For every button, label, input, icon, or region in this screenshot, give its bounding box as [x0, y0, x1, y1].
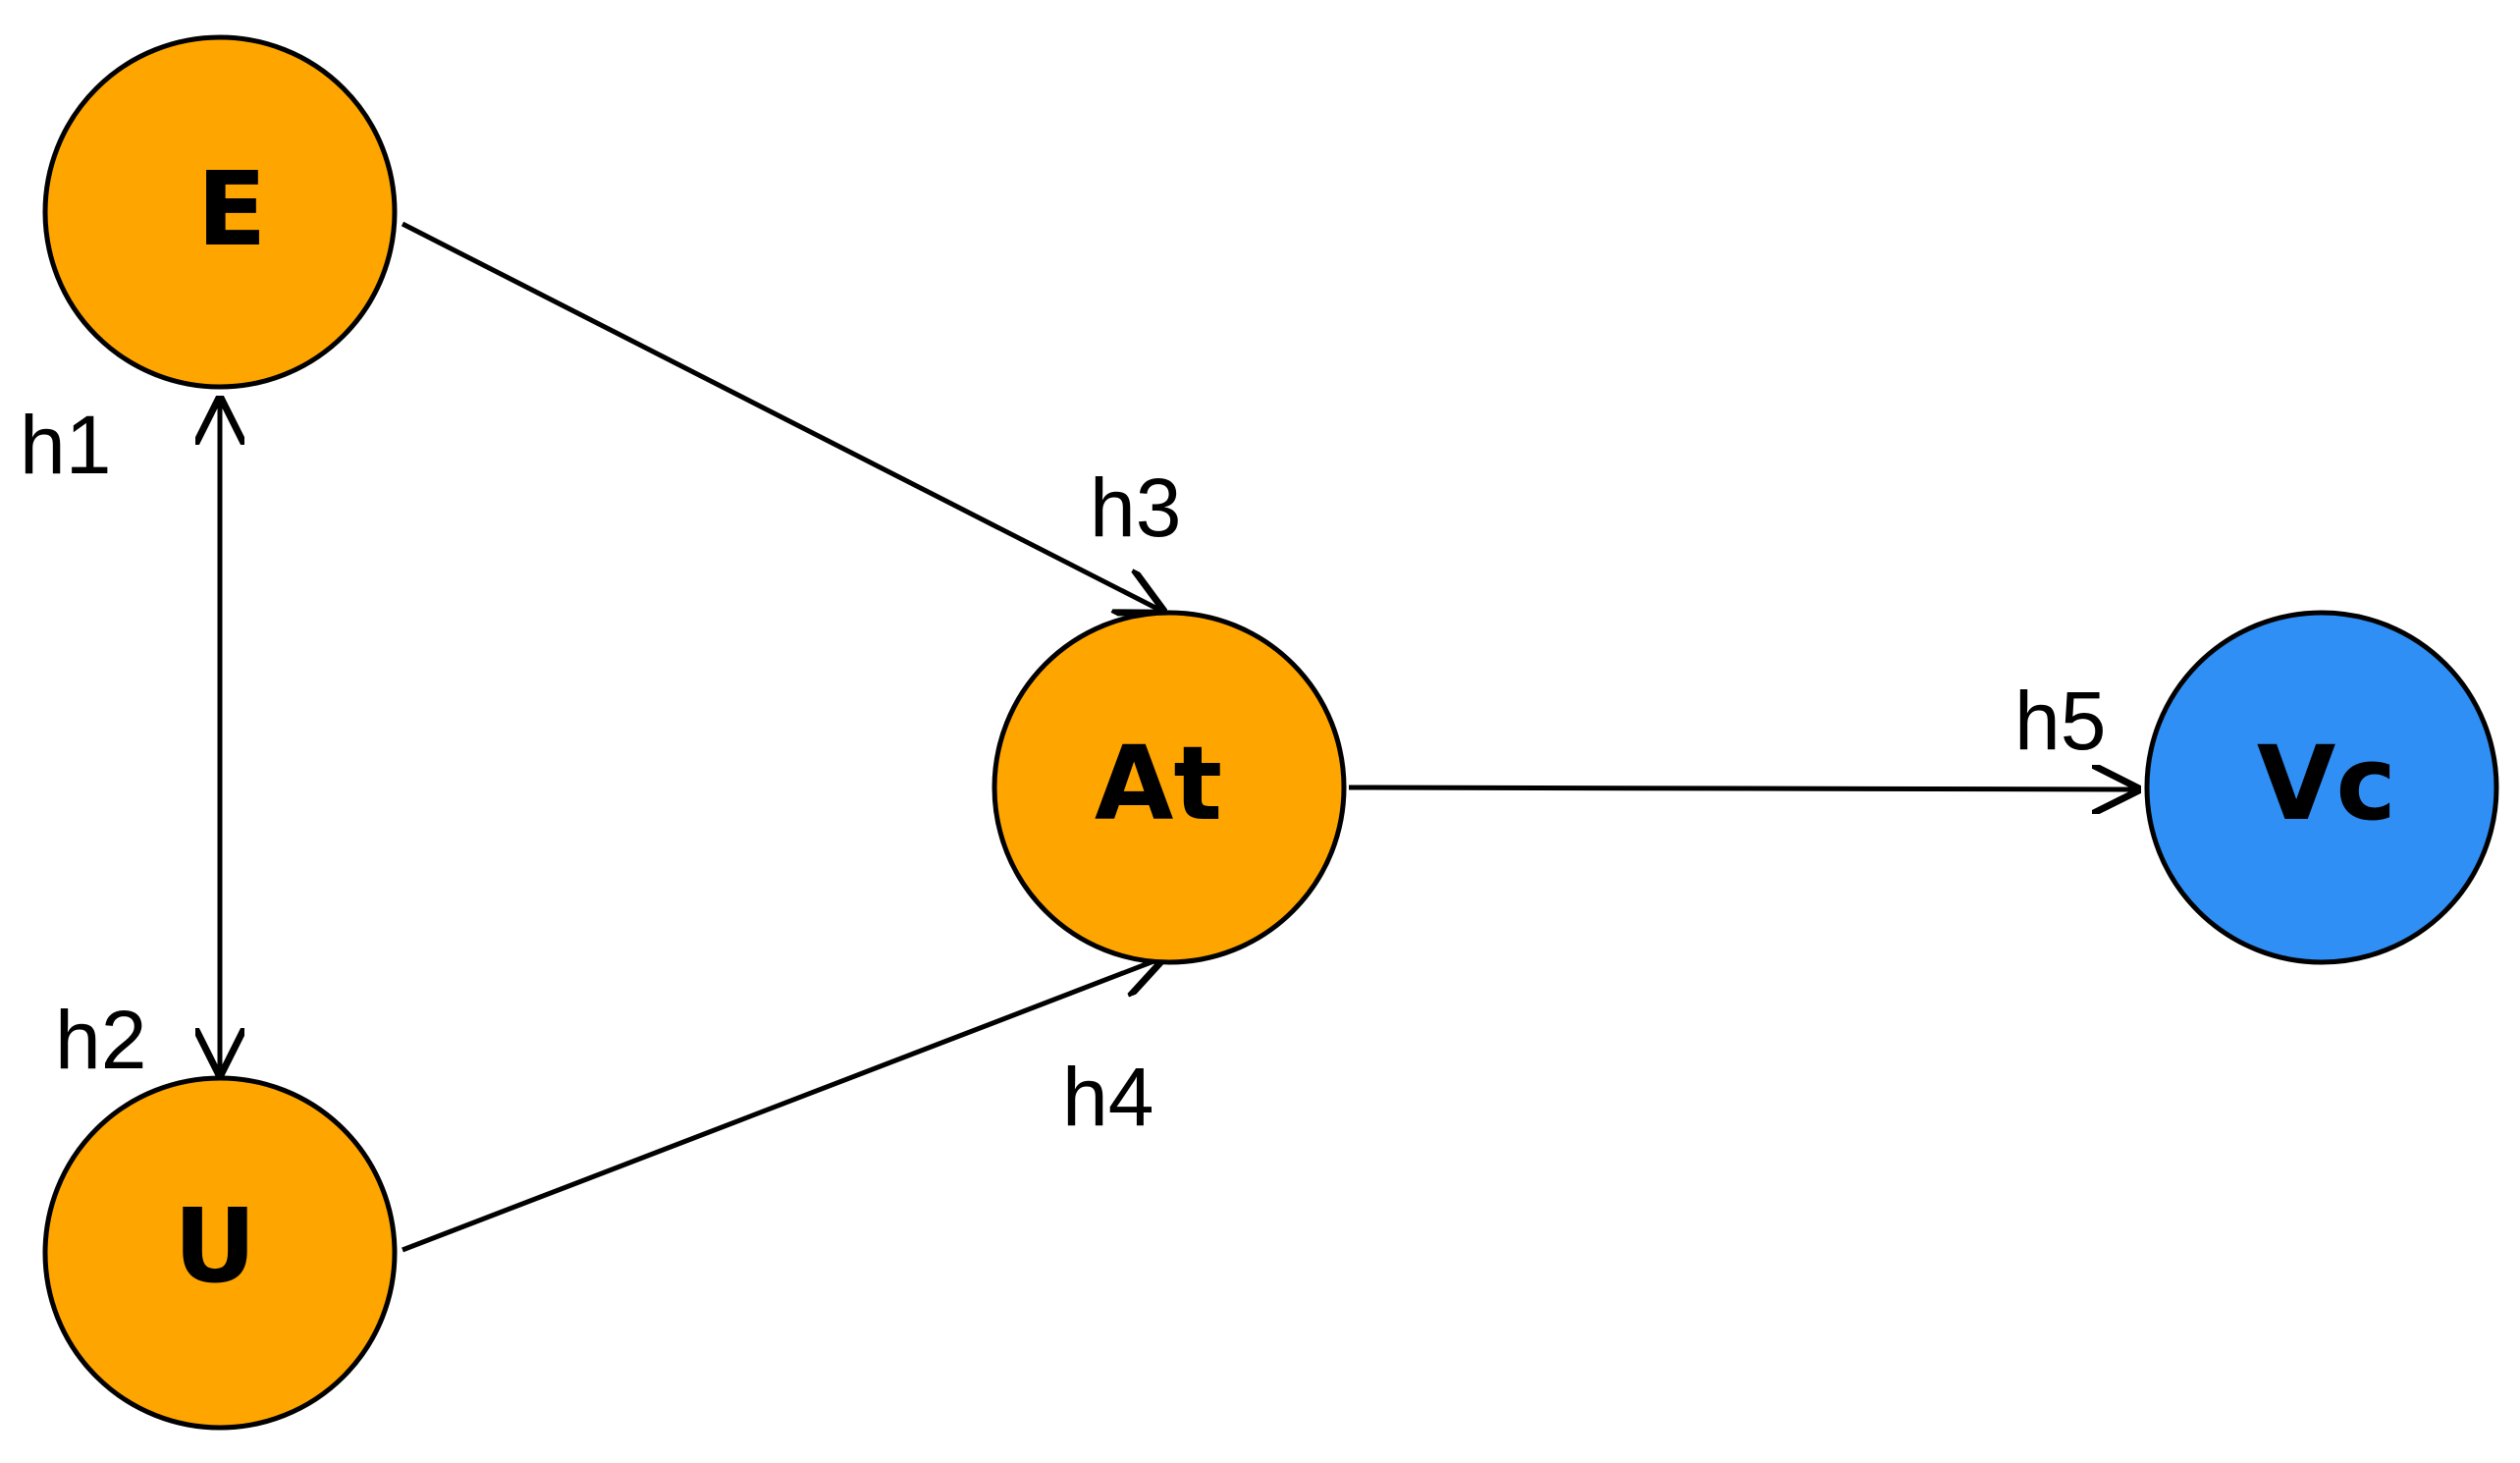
node-at-circle [992, 610, 1347, 965]
node-e: E [42, 34, 398, 390]
hypothesis-labels: h1 h2 h3 h4 h5 [20, 399, 2106, 1143]
node-at: At [992, 610, 1347, 965]
node-vc-label: Vc [2257, 724, 2396, 843]
node-u-label: U [174, 1186, 256, 1306]
node-e-circle [42, 34, 398, 390]
node-u: U [42, 1075, 398, 1431]
node-at-label: At [1095, 724, 1222, 843]
node-e-label: E [196, 149, 266, 269]
node-u-circle [42, 1075, 398, 1431]
edge-e-to-at [401, 221, 1161, 611]
hypothesis-label-h2: h2 [55, 994, 146, 1086]
hypothesis-label-h5: h5 [2014, 675, 2106, 767]
hypothesis-label-h4: h4 [1062, 1051, 1153, 1143]
edges [220, 221, 2136, 1253]
node-vc-circle [2144, 610, 2499, 965]
hypothesis-label-h3: h3 [1090, 461, 1181, 554]
edge-at-to-vc [1348, 787, 2136, 789]
hypothesis-label-h1: h1 [20, 399, 111, 491]
node-vc: Vc [2144, 610, 2499, 965]
edge-u-to-at [402, 958, 1161, 1253]
